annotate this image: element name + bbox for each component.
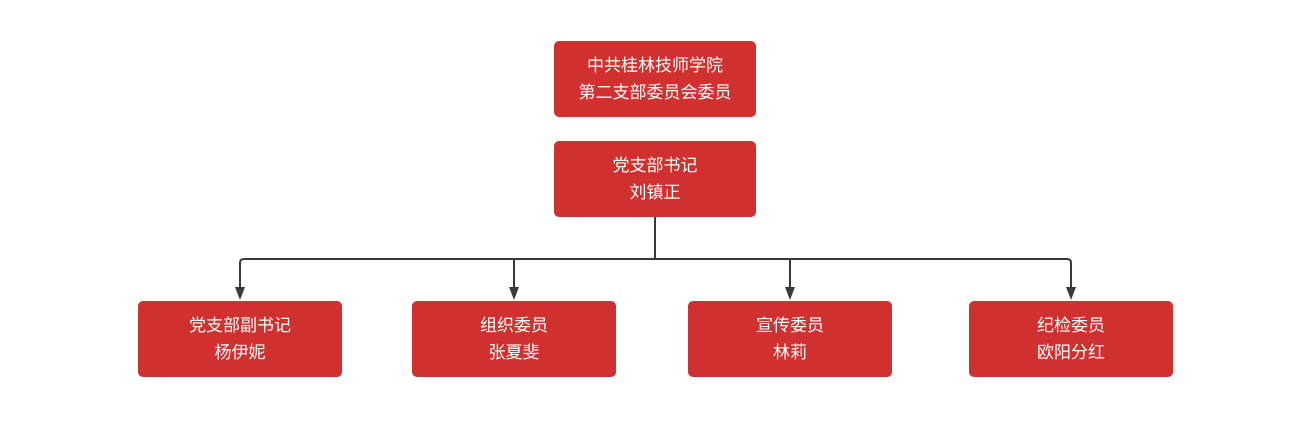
connector-bus	[239, 258, 1072, 288]
arrowhead-discipline	[1066, 287, 1076, 300]
node-role-label: 纪检委员	[1037, 316, 1105, 335]
arrowhead-organization	[509, 287, 519, 300]
org-node-discipline-member[interactable]: 纪检委员 欧阳分红	[969, 301, 1173, 377]
node-name-label: 林莉	[773, 343, 807, 362]
arrowhead-deputy	[235, 287, 245, 300]
node-title-line: 中共桂林技师学院	[587, 56, 723, 75]
org-node-committee[interactable]: 中共桂林技师学院 第二支部委员会委员	[554, 41, 756, 117]
org-node-deputy-secretary[interactable]: 党支部副书记 杨伊妮	[138, 301, 342, 377]
node-role-label: 党支部书记	[612, 156, 698, 175]
node-name-label: 刘镇正	[629, 183, 681, 202]
org-node-secretary[interactable]: 党支部书记 刘镇正	[554, 141, 756, 217]
node-role-label: 宣传委员	[756, 316, 824, 335]
node-role-label: 组织委员	[480, 316, 548, 335]
arrowhead-publicity	[785, 287, 795, 300]
node-name-label: 欧阳分红	[1037, 343, 1105, 362]
node-name-label: 张夏斐	[488, 343, 540, 362]
org-node-publicity-member[interactable]: 宣传委员 林莉	[688, 301, 892, 377]
node-title-line: 第二支部委员会委员	[578, 83, 732, 102]
node-name-label: 杨伊妮	[214, 343, 266, 362]
node-role-label: 党支部副书记	[189, 316, 291, 335]
org-node-organization-member[interactable]: 组织委员 张夏斐	[412, 301, 616, 377]
